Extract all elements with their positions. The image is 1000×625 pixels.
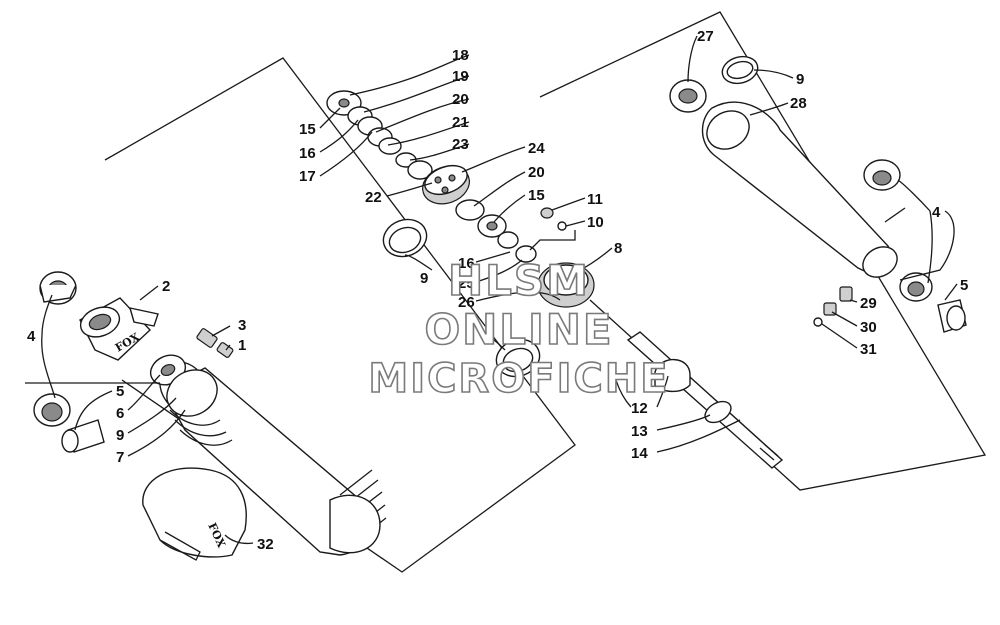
callout-18: 18 (452, 47, 469, 64)
callout-11: 11 (587, 191, 603, 208)
callout-25: 25 (458, 275, 475, 292)
valve-stack (326, 90, 595, 378)
callout-3: 3 (238, 317, 246, 334)
callout-2: 2 (162, 278, 170, 295)
shock-shaft (626, 331, 784, 469)
callout-5-right: 5 (960, 277, 968, 294)
callout-12: 12 (631, 400, 648, 417)
callout-9-right: 9 (796, 71, 804, 88)
callout-4-right: 4 (932, 204, 941, 221)
callout-20-top: 20 (452, 91, 469, 108)
callout-13: 13 (631, 423, 648, 440)
callout-30: 30 (860, 319, 877, 336)
callout-23: 23 (452, 136, 469, 153)
callout-8: 8 (614, 240, 622, 257)
callout-6: 6 (116, 405, 124, 422)
leader-lines (25, 35, 958, 545)
watermark-line-3: MICROFICHE (368, 356, 669, 402)
callout-32: 32 (257, 536, 274, 553)
callout-16-mid: 16 (458, 255, 475, 272)
watermark-line-2: ONLINE (424, 305, 613, 354)
callout-5-left: 5 (116, 383, 124, 400)
callout-14: 14 (631, 445, 648, 462)
shock-body-assembly: FOX (33, 271, 387, 556)
reservoir-assembly (669, 55, 967, 333)
callout-9-lower: 9 (465, 320, 473, 337)
callout-26: 26 (458, 294, 475, 311)
reservoir-sleeve: FOX (142, 467, 247, 561)
callout-9-center: 9 (420, 270, 428, 287)
callout-1: 1 (238, 337, 246, 354)
callout-labels: 1 2 3 4 5 6 9 7 32 18 19 20 21 23 15 16 … (27, 28, 968, 553)
callout-31: 31 (860, 341, 877, 358)
callout-21: 21 (452, 114, 469, 131)
callout-28: 28 (790, 95, 807, 112)
callout-17: 17 (299, 168, 316, 185)
frame-right-group (539, 11, 987, 491)
watermark-line-1: HLSM (448, 256, 590, 305)
callout-22: 22 (365, 189, 382, 206)
callout-20-mid: 20 (528, 164, 545, 181)
callout-29: 29 (860, 295, 877, 312)
callout-4-left: 4 (27, 328, 36, 345)
callout-7: 7 (116, 449, 124, 466)
callout-16-top: 16 (299, 145, 316, 162)
callout-10: 10 (587, 214, 604, 231)
callout-24: 24 (528, 140, 545, 157)
watermark: HLSM ONLINE MICROFICHE (368, 255, 669, 403)
callout-19: 19 (452, 68, 469, 85)
callout-9-left: 9 (116, 427, 124, 444)
callout-15-mid: 15 (528, 187, 545, 204)
callout-15-top: 15 (299, 121, 316, 138)
callout-27: 27 (697, 28, 714, 45)
